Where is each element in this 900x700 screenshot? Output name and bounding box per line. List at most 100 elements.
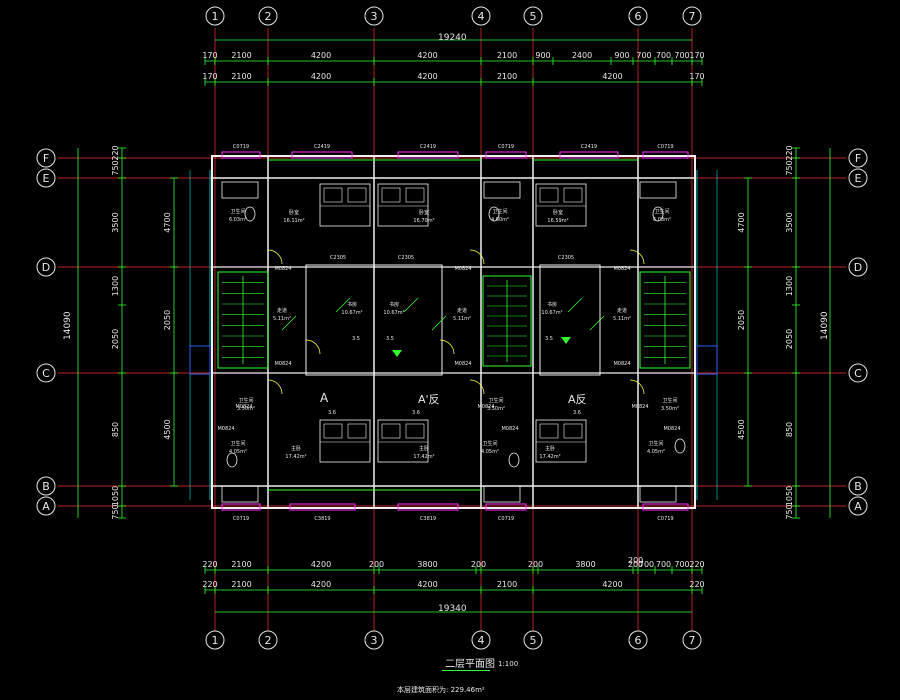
leader-arrow <box>403 297 419 313</box>
bed <box>535 183 587 227</box>
room-name: 主卧 <box>545 445 555 452</box>
room-area: 5.11m² <box>273 316 291 322</box>
top-dim-row1-label: 4200 <box>417 51 437 60</box>
right-dim-outer-label: 220 <box>785 145 794 160</box>
top-dim-row2-label: 170 <box>202 72 217 81</box>
room-area: 4.05m² <box>647 449 665 455</box>
room-name: 卧室 <box>289 209 299 216</box>
right-dim-outer-label: 750 <box>785 504 794 519</box>
door-label: M0824 <box>274 361 291 367</box>
leader-arrow <box>431 315 447 331</box>
bed <box>319 419 371 463</box>
bottom-dim-row1-label: 700 <box>639 560 654 569</box>
exterior-wall <box>211 155 696 509</box>
top-dim-row2-label: 4200 <box>311 72 331 81</box>
axis-bubble-col-4 <box>471 6 491 26</box>
axis-label-col-5: 5 <box>530 634 537 647</box>
bathtub <box>639 485 677 503</box>
bed-pillow <box>323 423 343 439</box>
door-label: M0824 <box>454 266 471 272</box>
window-bottom <box>642 503 689 511</box>
axis-label-col-6: 6 <box>635 634 642 647</box>
axis-bubble-col-5 <box>523 630 543 650</box>
left-dim-outer-label: 1300 <box>111 276 120 296</box>
window-bottom <box>485 503 527 511</box>
room-name: 卫生间 <box>482 440 497 447</box>
axis-label-row-F: F <box>855 152 861 165</box>
axis-label-row-A: A <box>42 500 50 513</box>
toilet <box>652 206 664 222</box>
room-area: 3.50m² <box>237 406 255 412</box>
bottom-dim-row2-label: 220 <box>689 580 704 589</box>
bathtub <box>221 181 259 199</box>
level-value: 3.6 <box>412 410 420 416</box>
window-label-bottom: C0719 <box>233 516 249 522</box>
bathtub <box>639 181 677 199</box>
blue-column <box>696 345 718 375</box>
door-label: M0824 <box>217 426 234 432</box>
window-label-top: C2419 <box>420 144 436 150</box>
bottom-dim-row2-label: 2100 <box>231 580 251 589</box>
top-dim-row2-label: 4200 <box>417 72 437 81</box>
area-note: 本层建筑面积为: 229.46m² <box>397 686 485 694</box>
axis-bubble-col-2 <box>258 6 278 26</box>
right-dim-inner-label: 4500 <box>737 419 746 439</box>
room-area: 10.67m² <box>541 310 562 316</box>
bottom-dim-row2-label: 4200 <box>311 580 331 589</box>
bottom-dim-row1-label: 200 <box>628 560 643 569</box>
axis-label-col-7: 7 <box>689 10 696 23</box>
left-dim-inner-label: 2050 <box>163 310 172 330</box>
axis-bubble-col-2 <box>258 630 278 650</box>
axis-bubble-col-6 <box>628 630 648 650</box>
window-label-top: C2419 <box>314 144 330 150</box>
axis-bubble-col-1 <box>205 630 225 650</box>
bottom-dim-row1-label: 200 <box>471 560 486 569</box>
window-top <box>397 151 459 159</box>
window-bottom <box>397 503 459 511</box>
room-area: 16.11m² <box>283 218 304 224</box>
window-bottom <box>289 503 356 511</box>
bed <box>319 183 371 227</box>
axis-bubble-row-E <box>848 168 868 188</box>
room-name: 主卧 <box>291 445 301 452</box>
bottom-total-dimension: 19340 <box>438 604 467 614</box>
bed-pillow <box>405 187 425 203</box>
level-value: 3.5 <box>545 336 553 342</box>
bottom-dim-row1-label: 2100 <box>231 560 251 569</box>
axis-label-col-2: 2 <box>265 634 272 647</box>
window-label-bottom: C3819 <box>420 516 436 522</box>
leader-arrow <box>589 315 605 331</box>
door-label: M0824 <box>663 426 680 432</box>
window-label-bottom: C0719 <box>657 516 673 522</box>
bottom-dim-row2-label: 220 <box>202 580 217 589</box>
left-total-dimension: 14090 <box>63 311 73 340</box>
axis-bubble-row-B <box>848 476 868 496</box>
bed <box>377 183 429 227</box>
bottom-dim-row1-label: 200 <box>369 560 384 569</box>
right-dim-outer-label: 1300 <box>785 276 794 296</box>
left-dim-inner-label: 4700 <box>163 212 172 232</box>
bed-pillow <box>539 187 559 203</box>
window-top <box>485 151 527 159</box>
room-name: 卫生间 <box>230 440 245 447</box>
axis-label-row-F: F <box>43 152 49 165</box>
top-dim-row2-label: 2100 <box>497 72 517 81</box>
axis-bubble-row-C <box>848 363 868 383</box>
bottom-dim-row1-label: 3800 <box>417 560 437 569</box>
axis-bubble-row-D <box>36 257 56 277</box>
door-swing <box>629 249 645 265</box>
bed <box>535 419 587 463</box>
door-swing <box>267 379 283 395</box>
right-total-dimension: 14090 <box>820 311 830 340</box>
room-area: 5.11m² <box>613 316 631 322</box>
bed-pillow <box>539 423 559 439</box>
bottom-dim-row1-label: 3800 <box>575 560 595 569</box>
axis-bubble-col-4 <box>471 630 491 650</box>
room-area: 16.70m² <box>413 218 434 224</box>
bottom-dim-row1-label: 700 <box>656 560 671 569</box>
toilet <box>226 452 238 468</box>
bathtub <box>483 181 521 199</box>
axis-bubble-row-A <box>36 496 56 516</box>
